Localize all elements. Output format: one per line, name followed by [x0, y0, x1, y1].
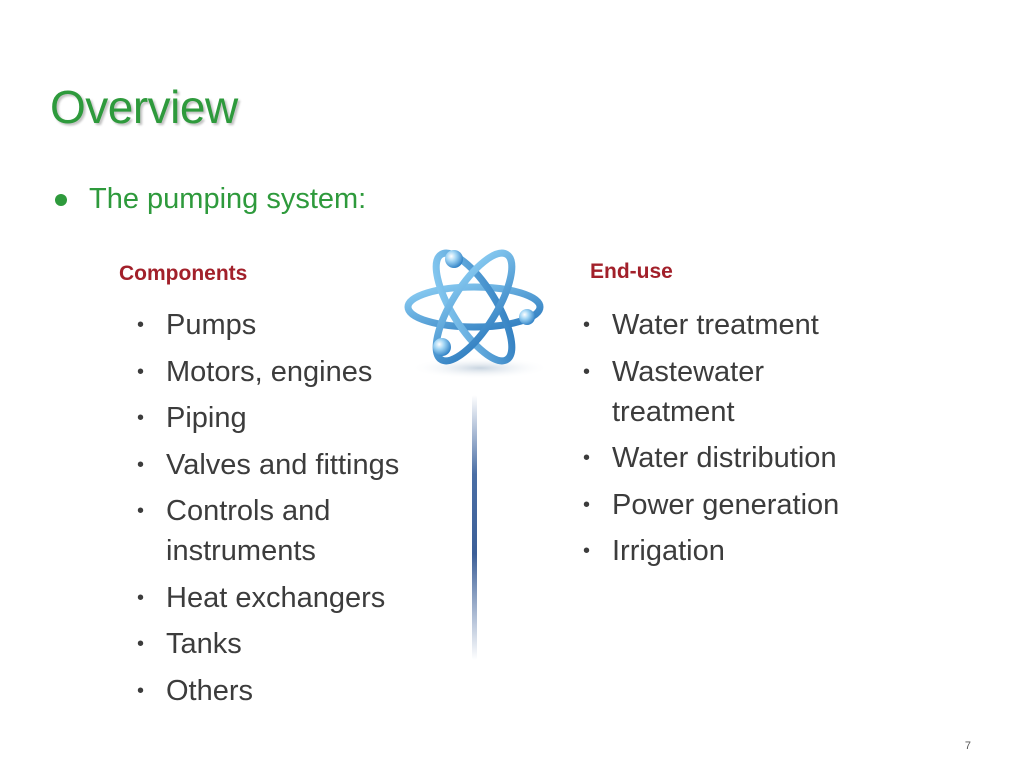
bullet-icon: •: [583, 493, 591, 516]
end-use-list: • Water treatment • Wastewater treatment •…: [583, 305, 903, 578]
list-item: • Power generation: [583, 485, 903, 525]
components-heading: Components: [119, 262, 248, 285]
end-use-heading: End-use: [590, 260, 673, 283]
slide-title: Overview: [50, 81, 238, 133]
bullet-icon: •: [137, 586, 145, 609]
lead-bullet: The pumping system:: [55, 183, 366, 216]
list-item: • Pumps: [137, 305, 457, 345]
list-item: • Piping: [137, 398, 457, 438]
bullet-dot-icon: [55, 193, 67, 206]
list-item: • Motors, engines: [137, 352, 457, 392]
bullet-icon: •: [583, 447, 591, 469]
list-item-text: Power generation: [612, 488, 840, 521]
list-item: • Controls and instruments: [137, 491, 396, 571]
list-item-text: Tanks: [166, 628, 242, 660]
list-item-text: Heat exchangers: [166, 581, 386, 614]
list-item-text: Water distribution: [612, 442, 837, 474]
bullet-icon: •: [137, 314, 145, 336]
bullet-icon: •: [137, 453, 145, 476]
list-item: • Others: [137, 671, 457, 711]
list-item-text: Valves and fittings: [166, 448, 400, 481]
list-item-text: Controls and instruments: [166, 495, 331, 567]
bullet-icon: •: [137, 500, 145, 522]
bullet-icon: •: [583, 360, 591, 383]
bullet-icon: •: [137, 360, 145, 383]
components-list: • Pumps • Motors, engines • Piping • Valves …: [137, 305, 457, 717]
list-item: • Valves and fittings: [137, 445, 457, 485]
lead-text: The pumping system:: [89, 183, 367, 215]
page-number: 7: [964, 740, 971, 752]
list-item-text: Piping: [166, 402, 247, 434]
list-item-text: Wastewater treatment: [612, 355, 765, 428]
list-item-text: Water treatment: [612, 309, 819, 341]
list-item-text: Others: [166, 674, 254, 707]
list-item-text: Motors, engines: [166, 355, 373, 388]
list-item-text: Pumps: [166, 309, 257, 341]
bullet-icon: •: [137, 679, 145, 702]
bullet-icon: •: [137, 407, 145, 429]
list-item: • Wastewater treatment: [583, 352, 832, 432]
list-item: • Irrigation: [583, 531, 903, 571]
list-item: • Heat exchangers: [137, 578, 457, 618]
list-item: • Water treatment: [583, 305, 903, 345]
column-divider: [472, 395, 477, 660]
list-item: • Water distribution: [583, 438, 903, 478]
list-item: • Tanks: [137, 624, 457, 664]
bullet-icon: •: [583, 314, 591, 336]
atom-icon: [404, 249, 550, 379]
bullet-icon: •: [583, 540, 591, 562]
list-item-text: Irrigation: [612, 535, 725, 567]
bullet-icon: •: [137, 633, 145, 655]
